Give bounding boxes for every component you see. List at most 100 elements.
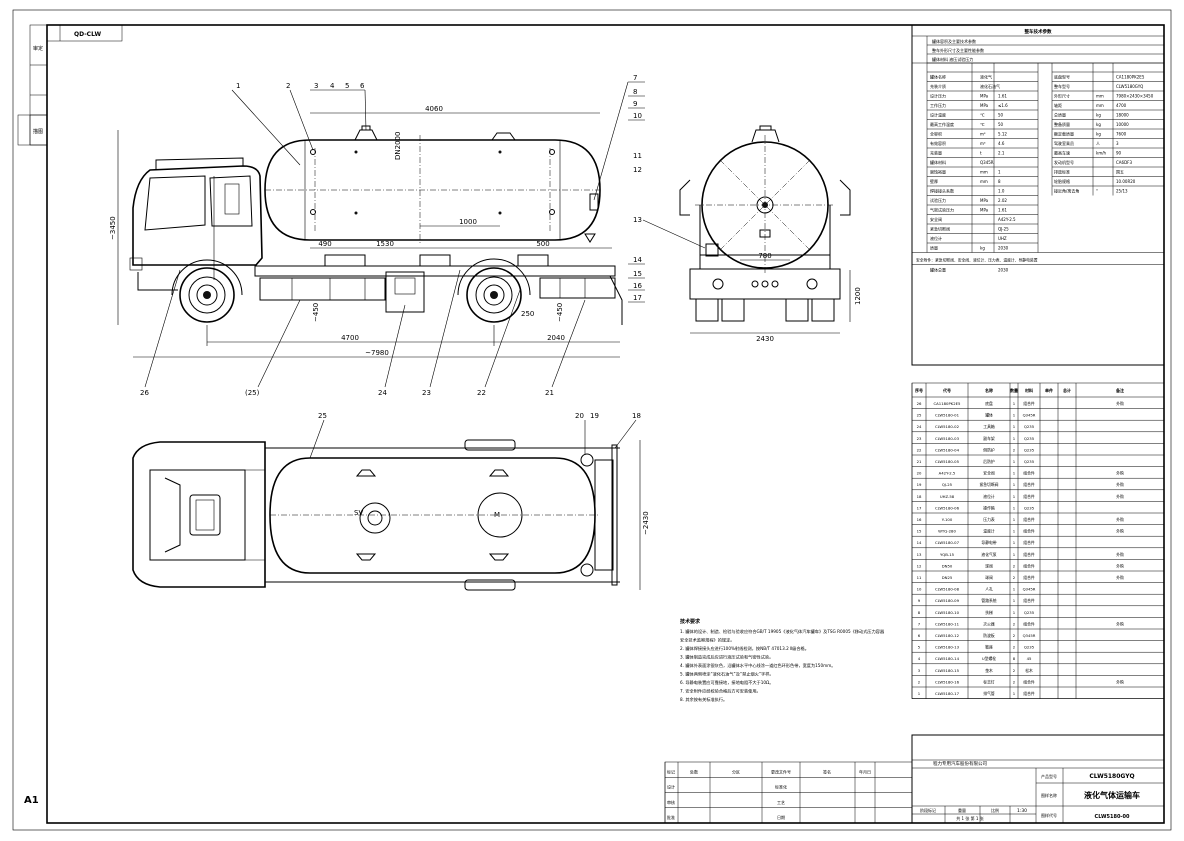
dim-top-width: ~2430 (642, 511, 650, 535)
balloon-19: 19 (590, 412, 599, 420)
param-right-unit: mm (1096, 103, 1104, 108)
balloon-12: 12 (633, 166, 642, 174)
parts-header-cell: 单件 (1045, 387, 1053, 393)
param-right-unit: 人 (1096, 141, 1100, 146)
parts-cell: CLW5180-03 (935, 436, 960, 441)
parts-cell: 底盘 (985, 401, 993, 406)
balloon-14: 14 (633, 256, 642, 264)
param-left-label: 充装介质 (930, 83, 946, 89)
dim-500: 500 (536, 240, 549, 248)
param-right-label: 整备质量 (1054, 121, 1070, 127)
parts-cell: 4 (918, 656, 921, 661)
balloon-23: 23 (422, 389, 431, 397)
parts-cell: 组合件 (1023, 621, 1035, 626)
stage-label: 阶段标记 (920, 807, 936, 813)
param-left-value: 1 (998, 170, 1001, 175)
balloon-21: 21 (545, 389, 554, 397)
param-left-label: 工作压力 (930, 102, 946, 108)
parts-cell: 16 (917, 517, 922, 522)
parts-cell: 13 (917, 552, 922, 557)
parts-cell: 外购 (1116, 621, 1124, 626)
param-right-label: 接近角/离去角 (1054, 188, 1079, 194)
param-right-value: 18000 (1116, 113, 1129, 118)
dim-450a: ~450 (312, 303, 320, 322)
revision-table: 标记处数分区更改文件号签名年月日设计标准化审核工艺批准日期 (664, 761, 913, 824)
parts-header-cell: 名称 (985, 387, 993, 393)
product-name: 液化气体运输车 (1084, 790, 1140, 800)
param-left-value: UHZ (998, 236, 1007, 241)
parts-cell: 外购 (1116, 482, 1124, 487)
param-left-value: 5.12 (998, 132, 1007, 137)
param-right-value: 7980×2430×3450 (1116, 94, 1154, 99)
parts-cell: 组合件 (1023, 494, 1035, 499)
parts-cell: Q235 (1024, 505, 1035, 510)
sv-label: SV (354, 509, 363, 517)
stamp-text: QD-CLW (74, 31, 101, 38)
parts-cell: 11 (917, 575, 922, 580)
parts-cell: 1 (1013, 552, 1016, 557)
parts-cell: 组合件 (1023, 679, 1035, 684)
parts-cell: 组合件 (1023, 691, 1035, 696)
parts-cell: U型螺栓 (982, 656, 996, 661)
param-left-value: 1.0 (998, 189, 1005, 194)
param-right-value: CA6DF3 (1116, 160, 1132, 165)
balloon-15: 15 (633, 270, 642, 278)
side-guard (259, 277, 386, 301)
parts-cell: CLW5180-01 (935, 413, 960, 418)
param-right-value: 25/13 (1116, 189, 1128, 194)
balloon-1: 1 (236, 82, 240, 90)
param-left-value: 50 (998, 122, 1004, 127)
param-left-value: 1.61 (998, 94, 1007, 99)
parts-cell: 12 (917, 563, 922, 568)
parts-cell: 排气管 (983, 691, 995, 696)
parts-cell: 20 (917, 471, 922, 476)
parts-cell: YQB-15 (940, 552, 955, 557)
balloon-11: 11 (633, 152, 642, 160)
parts-cell: Q235 (1024, 424, 1035, 429)
balloon-22: 22 (477, 389, 486, 397)
param-left-value: ≤1.6 (998, 103, 1008, 108)
parts-cell: CLW5180-07 (935, 540, 960, 545)
balloon-4: 4 (330, 82, 335, 90)
parts-cell: 灭火器 (983, 621, 995, 626)
parts-cell: WTQ-280 (938, 529, 956, 534)
parts-cell: 工具箱 (983, 424, 995, 429)
param-subrow: 整车外形尺寸及主要性能参数 (932, 47, 984, 53)
parts-cell: UHZ-58 (940, 494, 955, 499)
revision-cell: 签名 (823, 768, 831, 774)
param-left-label: 全容积 (930, 131, 942, 137)
param-left-unit: ℃ (980, 122, 985, 127)
tech-note-line: 1. 罐体的设计、制造、检验与验收应符合GB/T 19905《液化气体汽车罐车》… (680, 628, 885, 635)
param-notes-row: 安全附件：紧急切断阀、安全阀、液位计、压力表、温度计、导静电装置 (916, 258, 1038, 263)
parts-cell: 1 (1013, 424, 1016, 429)
tool-box (385, 271, 425, 313)
parts-cell: CLW5180-06 (935, 505, 960, 510)
revision-cell: 分区 (732, 768, 740, 774)
parts-cell: 温度计 (983, 529, 995, 534)
parts-cell: 1 (1013, 691, 1016, 696)
scale-value: 1:30 (1017, 808, 1027, 814)
parts-cell: 松木 (1025, 668, 1033, 673)
dim-tank-length: 4060 (425, 105, 443, 113)
parts-cell: 14 (917, 540, 922, 545)
part-balloons: 1 2 3 4 5 6 7 8 9 10 11 12 13 14 15 16 (140, 74, 706, 397)
param-right-label: 轮胎规格 (1054, 178, 1070, 184)
parts-cell: Y-100 (942, 517, 953, 522)
parts-header-cell: 材料 (1024, 387, 1033, 393)
param-bottom-label: 罐体总重 (930, 267, 946, 273)
parts-cell: Q235 (1024, 459, 1035, 464)
dim-250: 250 (521, 310, 534, 318)
parts-cell: CLW5180-17 (935, 691, 960, 696)
truck-cab (132, 165, 263, 266)
parts-cell: 外购 (1116, 401, 1124, 406)
tech-note-line: 安全技术监察规程》的规定。 (680, 637, 734, 644)
